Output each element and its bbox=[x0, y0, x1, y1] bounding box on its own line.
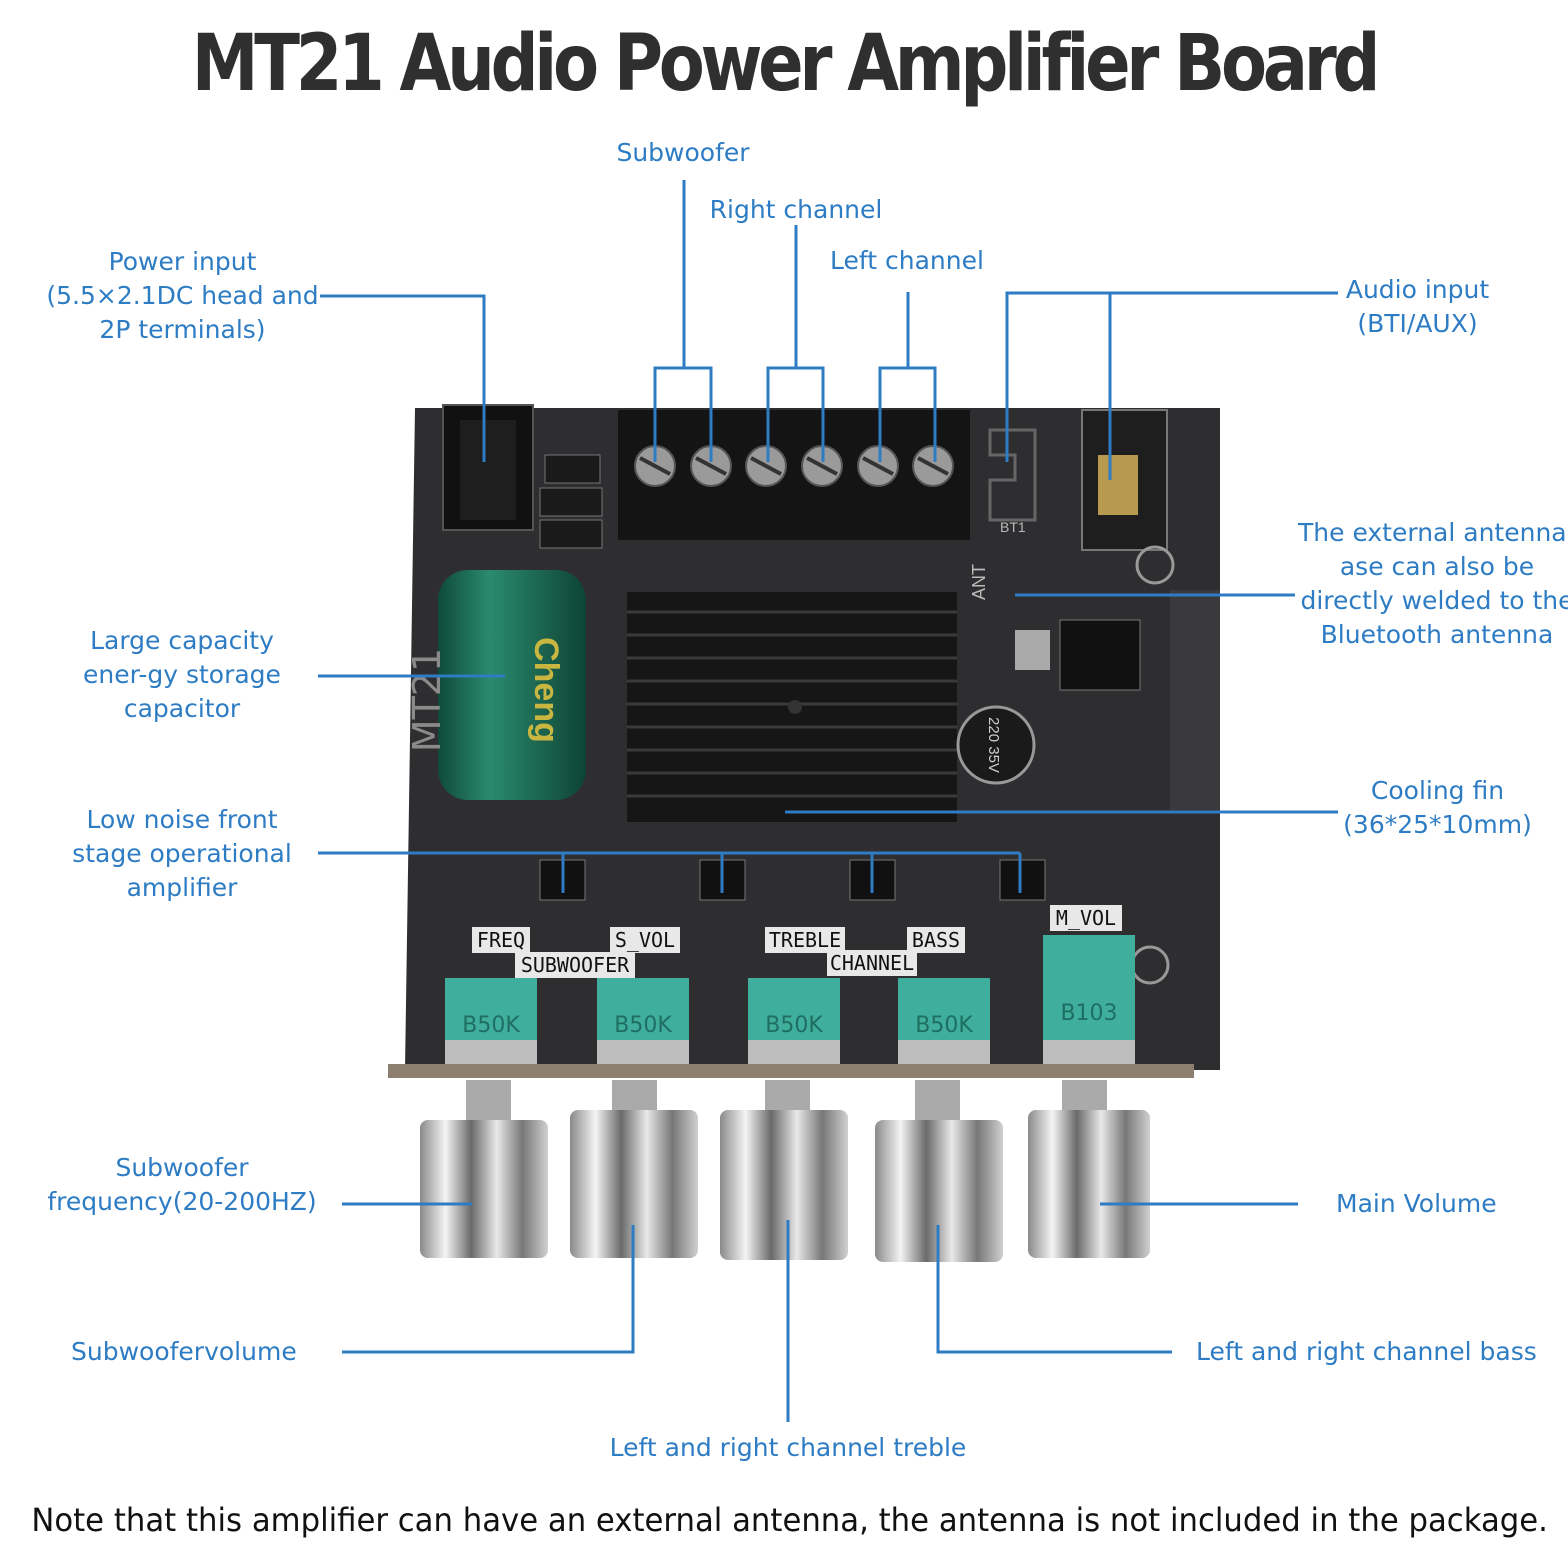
label-power-input: Power input (5.5×2.1DC head and 2P termi… bbox=[40, 245, 325, 347]
chrome-knobs bbox=[420, 1080, 1150, 1262]
label-line: The external antennab bbox=[1298, 518, 1568, 547]
label-left-channel: Left channel bbox=[830, 246, 984, 275]
cooling-fin-heatsink bbox=[627, 592, 957, 822]
treble-silk-label: TREBLE bbox=[769, 928, 841, 952]
label-line: (BTI/AUX) bbox=[1357, 309, 1478, 338]
label-line: Bluetooth antenna bbox=[1320, 620, 1554, 649]
label-line: frequency(20-200HZ) bbox=[47, 1187, 317, 1216]
label-line: ase can also be bbox=[1339, 552, 1535, 581]
pot-label: B50K bbox=[462, 1013, 520, 1038]
capacitor-brand-label: Cheng bbox=[527, 637, 565, 743]
op-amp-chip bbox=[999, 859, 1046, 901]
label-line: Low noise front bbox=[86, 805, 278, 834]
speaker-terminal-block bbox=[618, 410, 970, 540]
bass-silk-label: BASS bbox=[912, 928, 960, 952]
callout-lines bbox=[318, 180, 1338, 1422]
label-external-antenna: The external antennab ase can also be di… bbox=[1298, 516, 1568, 652]
label-line: (36*25*10mm) bbox=[1343, 810, 1532, 839]
subwoofer-silk-label: SUBWOOFER bbox=[521, 953, 630, 977]
footer-note: Note that this amplifier can have an ext… bbox=[31, 1501, 1548, 1539]
label-line: directly welded to the bbox=[1300, 586, 1568, 615]
ant-label: ANT bbox=[969, 564, 989, 600]
label-line: Audio input bbox=[1345, 275, 1490, 304]
diode bbox=[539, 487, 603, 517]
label-line: capacitor bbox=[123, 694, 241, 723]
label-line: Large capacity bbox=[90, 626, 274, 655]
label-cooling-fin: Cooling fin (36*25*10mm) bbox=[1340, 774, 1535, 842]
pot-label: B50K bbox=[765, 1013, 823, 1038]
label-subwoofer-volume: Subwoofervolume bbox=[71, 1337, 297, 1366]
label-op-amp: Low noise front stage operational amplif… bbox=[62, 803, 302, 905]
diode bbox=[544, 454, 601, 484]
label-storage-capacitor: Large capacity ener-gy storage capacitor bbox=[62, 624, 302, 726]
label-channel-treble: Left and right channel treble bbox=[609, 1433, 967, 1462]
label-line: Cooling fin bbox=[1370, 776, 1505, 805]
board-model-label: MT21 bbox=[405, 648, 449, 752]
small-capacitor: 220 35V bbox=[956, 705, 1036, 785]
page-title: MT21 Audio Power Amplifier Board bbox=[191, 19, 1381, 109]
label-right-channel: Right channel bbox=[709, 195, 883, 224]
pot-label: B103 bbox=[1060, 1001, 1117, 1026]
channel-silk-label: CHANNEL bbox=[830, 951, 914, 975]
bluetooth-antenna-trace: BT1 ANT bbox=[969, 428, 1037, 600]
bt-label: BT1 bbox=[1000, 519, 1026, 535]
label-line: stage operational bbox=[72, 839, 292, 868]
label-line: 2P terminals) bbox=[99, 315, 266, 344]
svol-silk-label: S_VOL bbox=[615, 928, 675, 952]
diode bbox=[539, 519, 603, 549]
potentiometers: B50K B50K B50K B50K B103 bbox=[445, 935, 1135, 1064]
label-line: ener-gy storage bbox=[83, 660, 281, 689]
label-subwoofer: Subwoofer bbox=[616, 138, 750, 167]
label-line: Power input bbox=[108, 247, 257, 276]
label-line: (5.5×2.1DC head and bbox=[46, 281, 319, 310]
mvol-silk-label: M_VOL bbox=[1056, 906, 1116, 930]
label-audio-input: Audio input (BTI/AUX) bbox=[1320, 273, 1515, 341]
storage-capacitor: Cheng bbox=[438, 570, 586, 800]
label-line: amplifier bbox=[126, 873, 238, 902]
label-main-volume: Main Volume bbox=[1336, 1189, 1497, 1218]
freq-silk-label: FREQ bbox=[477, 928, 525, 952]
bluetooth-chip bbox=[1059, 619, 1141, 691]
label-subwoofer-frequency: Subwoofer frequency(20-200HZ) bbox=[42, 1151, 322, 1219]
pot-label: B50K bbox=[614, 1013, 672, 1038]
pot-label: B50K bbox=[915, 1013, 973, 1038]
label-line: Subwoofer bbox=[115, 1153, 249, 1182]
label-channel-bass: Left and right channel bass bbox=[1196, 1337, 1537, 1366]
small-capacitor-label: 220 35V bbox=[985, 717, 1002, 773]
